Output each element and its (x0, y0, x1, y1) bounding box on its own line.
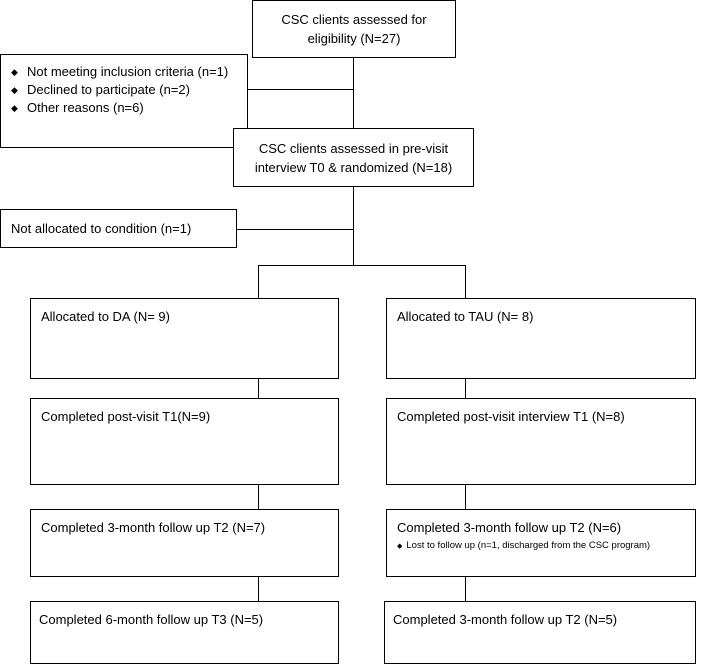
da-t1-box: Completed post-visit T1(N=9) (30, 398, 339, 485)
exclusion-item: ◆ Other reasons (n=6) (11, 99, 239, 117)
tau-t2-text: Completed 3-month follow up T2 (N=6) (397, 520, 622, 535)
da-t3-box: Completed 6-month follow up T3 (N=5) (30, 601, 339, 664)
not-allocated-text: Not allocated to condition (n=1) (11, 221, 192, 236)
da-t1-text: Completed post-visit T1(N=9) (41, 409, 211, 424)
allocated-da-text: Allocated to DA (N= 9) (41, 309, 170, 324)
connector-line (258, 265, 466, 266)
da-t2-box: Completed 3-month follow up T2 (N=7) (30, 509, 339, 577)
allocated-da-box: Allocated to DA (N= 9) (30, 298, 339, 379)
diamond-bullet-icon: ◆ (397, 543, 403, 550)
exclusion-box: ◆ Not meeting inclusion criteria (n=1) ◆… (0, 54, 248, 148)
not-allocated-box: Not allocated to condition (n=1) (0, 209, 237, 248)
connector-line (465, 577, 466, 601)
lost-to-follow-up-note: ◆Lost to follow up (n=1, discharged from… (387, 537, 695, 553)
exclusion-item: ◆ Not meeting inclusion criteria (n=1) (11, 63, 239, 81)
diamond-bullet-icon: ◆ (11, 85, 18, 95)
connector-line (247, 89, 353, 90)
tau-t2-box: Completed 3-month follow up T2 (N=6) ◆Lo… (386, 509, 696, 577)
connector-line (465, 379, 466, 398)
eligibility-box: CSC clients assessed for eligibility (N=… (252, 0, 456, 58)
connector-line (258, 265, 259, 298)
connector-line (353, 58, 354, 128)
tau-t1-text: Completed post-visit interview T1 (N=8) (397, 409, 625, 424)
exclusion-text: Declined to participate (n=2) (27, 82, 190, 97)
randomized-text: CSC clients assessed in pre-visit interv… (254, 140, 453, 175)
connector-line (465, 265, 466, 298)
tau-t3-text: Completed 3-month follow up T2 (N=5) (393, 612, 618, 627)
tau-t3-box: Completed 3-month follow up T2 (N=5) (384, 601, 696, 664)
diamond-bullet-icon: ◆ (11, 103, 18, 113)
connector-line (353, 187, 354, 265)
diamond-bullet-icon: ◆ (11, 67, 18, 77)
da-t2-text: Completed 3-month follow up T2 (N=7) (41, 520, 266, 535)
allocated-tau-text: Allocated to TAU (N= 8) (397, 309, 534, 324)
connector-line (258, 379, 259, 398)
exclusion-text: Not meeting inclusion criteria (n=1) (27, 64, 229, 79)
connector-line (258, 485, 259, 509)
connector-line (237, 229, 353, 230)
eligibility-text: CSC clients assessed for eligibility (N=… (281, 12, 427, 46)
exclusion-item: ◆ Declined to participate (n=2) (11, 81, 239, 99)
tau-t1-box: Completed post-visit interview T1 (N=8) (386, 398, 696, 485)
connector-line (465, 485, 466, 509)
da-t3-text: Completed 6-month follow up T3 (N=5) (39, 612, 264, 627)
allocated-tau-box: Allocated to TAU (N= 8) (386, 298, 696, 379)
exclusion-text: Other reasons (n=6) (27, 100, 144, 115)
connector-line (258, 577, 259, 601)
lost-to-follow-up-text: Lost to follow up (n=1, discharged from … (406, 540, 651, 551)
randomized-box: CSC clients assessed in pre-visit interv… (233, 128, 474, 187)
